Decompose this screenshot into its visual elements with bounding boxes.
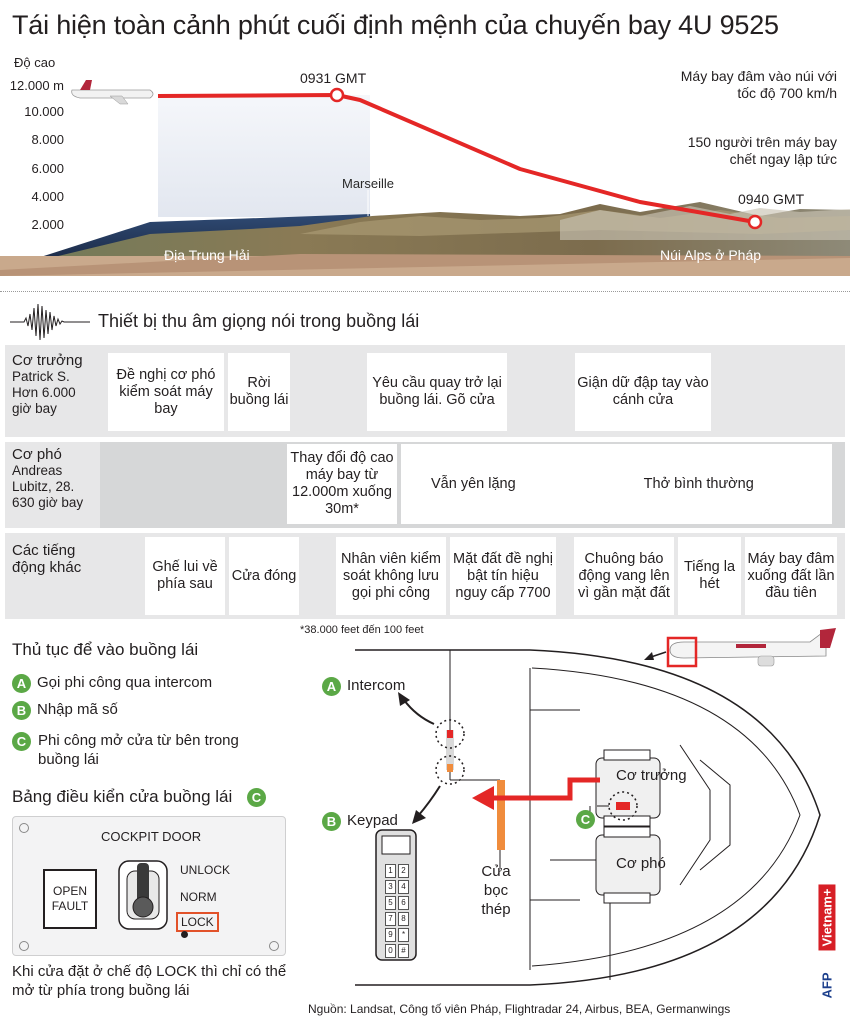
event-captain-3: Yêu cầu quay trở lại buồng lái. Gõ cửa [367,353,507,431]
city-marseille: Marseille [342,176,395,191]
screw-icon [19,941,29,951]
flight-path [157,93,756,224]
event-other-3: Nhân viên kiểm soát không lưu gọi phi cô… [336,537,446,615]
mountains [560,206,850,240]
event-other-2: Cửa đóng [229,537,299,615]
badge-panel-c: C [247,788,266,808]
cockpit-door-label: Cửa bọc thép [481,863,511,918]
event-captain-4: Giận dữ đập tay vào cánh cửa [575,353,711,431]
row-head-first-officer: Cơ phó Andreas Lubitz, 28. 630 giờ bay [12,446,98,511]
flight-shade [158,95,370,217]
sea-label: Địa Trung Hải [164,247,250,263]
recorder-footnote: *38.000 feet đến 100 feet [300,624,424,636]
page-title: Tái hiện toàn cảnh phút cuối định mệnh c… [12,10,779,40]
keypad-device [447,764,453,772]
soundwave-icon [10,303,90,341]
event-other-6: Tiếng la hét [678,537,741,615]
captain-role: Cơ trưởng [12,352,83,369]
tick-10000: 10.000 [24,104,64,119]
time-0931: 0931 GMT [300,70,367,86]
tick-6000: 6.000 [31,161,64,176]
cockpit-captain-label: Cơ trưởng [616,767,687,784]
ground-base-edge [0,254,850,276]
event-captain-1: Đề nghị cơ phó kiểm soát máy bay [108,353,224,431]
event-other-4: Mặt đất đề nghị bật tín hiệu nguy cấp 77… [450,537,556,615]
source-line: Nguồn: Landsat, Công tố viên Pháp, Fligh… [308,1002,731,1016]
vietnamplus-credit: Vietnam+ [817,870,837,965]
screw-icon [19,823,29,833]
time-0940: 0940 GMT [738,191,805,207]
screw-icon [269,941,279,951]
recorder-heading: Thiết bị thu âm giọng nói trong buồng lá… [98,311,420,331]
mountain-label: Núi Alps ở Pháp [660,247,762,263]
first-officer-detail: Andreas Lubitz, 28. 630 giờ bay [12,463,84,510]
other-role: Các tiếng động khác [12,542,82,576]
armored-door [497,780,505,850]
keypad-keys: 1 2 3 4 5 6 7 8 9 * 0 # [384,863,410,959]
afp-credit: AFP [819,972,835,998]
event-fo-2-wrap: Vẫn yên lặng Thở bình thường [401,444,832,524]
tick-8000: 8.000 [31,132,64,147]
event-fo-3: Thở bình thường [643,475,754,492]
cockpit-c-badge: C [576,810,601,829]
panel-door-label: COCKPIT DOOR [101,829,202,844]
section-divider [0,291,850,292]
lock-dot [181,931,188,938]
panel-unlock: UNLOCK [180,863,231,877]
event-other-1: Ghế lui về phía sau [145,537,225,615]
cockpit-fo-label: Cơ phó [616,855,666,872]
badge-b: B [12,700,31,720]
marker-0931 [329,87,345,103]
row-head-other: Các tiếng động khác [12,542,98,576]
procedure-heading: Thủ tục để vào buồng lái [12,640,199,659]
crash-note-speed: Máy bay đâm vào núi với tốc độ 700 km/h [680,68,837,101]
event-other-7: Máy bay đâm xuống đất lần đầu tiên [745,537,837,615]
first-officer-seat [595,826,661,904]
altitude-axis-label: Độ cao [14,55,56,70]
first-officer-role: Cơ phó [12,446,62,463]
row-head-captain: Cơ trưởng Patrick S. Hơn 6.000 giờ bay [12,352,98,417]
door-toggle-switch[interactable] [113,855,173,935]
aircraft-locator-icon [644,628,836,668]
panel-norm: NORM [180,890,217,904]
event-fo-1: Thay đổi độ cao máy bay từ 12.000m xuống… [287,444,397,524]
badge-c: C [12,732,31,751]
panel-note: Khi cửa đặt ở chế độ LOCK thì chỉ có thể… [12,963,287,999]
tick-2000: 2.000 [31,217,64,232]
panel-lock: LOCK [176,912,219,932]
captain-seat [595,749,661,827]
keypad-illustration [375,829,417,961]
tick-12000: 12.000 m [9,78,64,93]
crash-note-deaths: 150 người trên máy bay chết ngay lập tức [687,134,837,167]
tick-4000: 4.000 [31,189,64,204]
plane-icon [71,80,154,105]
panel-heading: Bảng điều kiển cửa buồng lái C [12,787,272,808]
event-fo-2: Vẫn yên lặng [431,475,516,492]
marker-0940 [747,214,763,230]
procedure-step-c: C Phi công mở cửa từ bên trong buồng lái [12,731,262,769]
altitude-profile [0,80,850,276]
badge-a: A [12,673,31,693]
event-other-5: Chuông báo động vang lên vì gần mặt đất [574,537,674,615]
event-captain-2: Rời buồng lái [228,353,290,431]
captain-detail: Patrick S. Hơn 6.000 giờ bay [12,369,76,416]
intercom-device [447,730,453,738]
